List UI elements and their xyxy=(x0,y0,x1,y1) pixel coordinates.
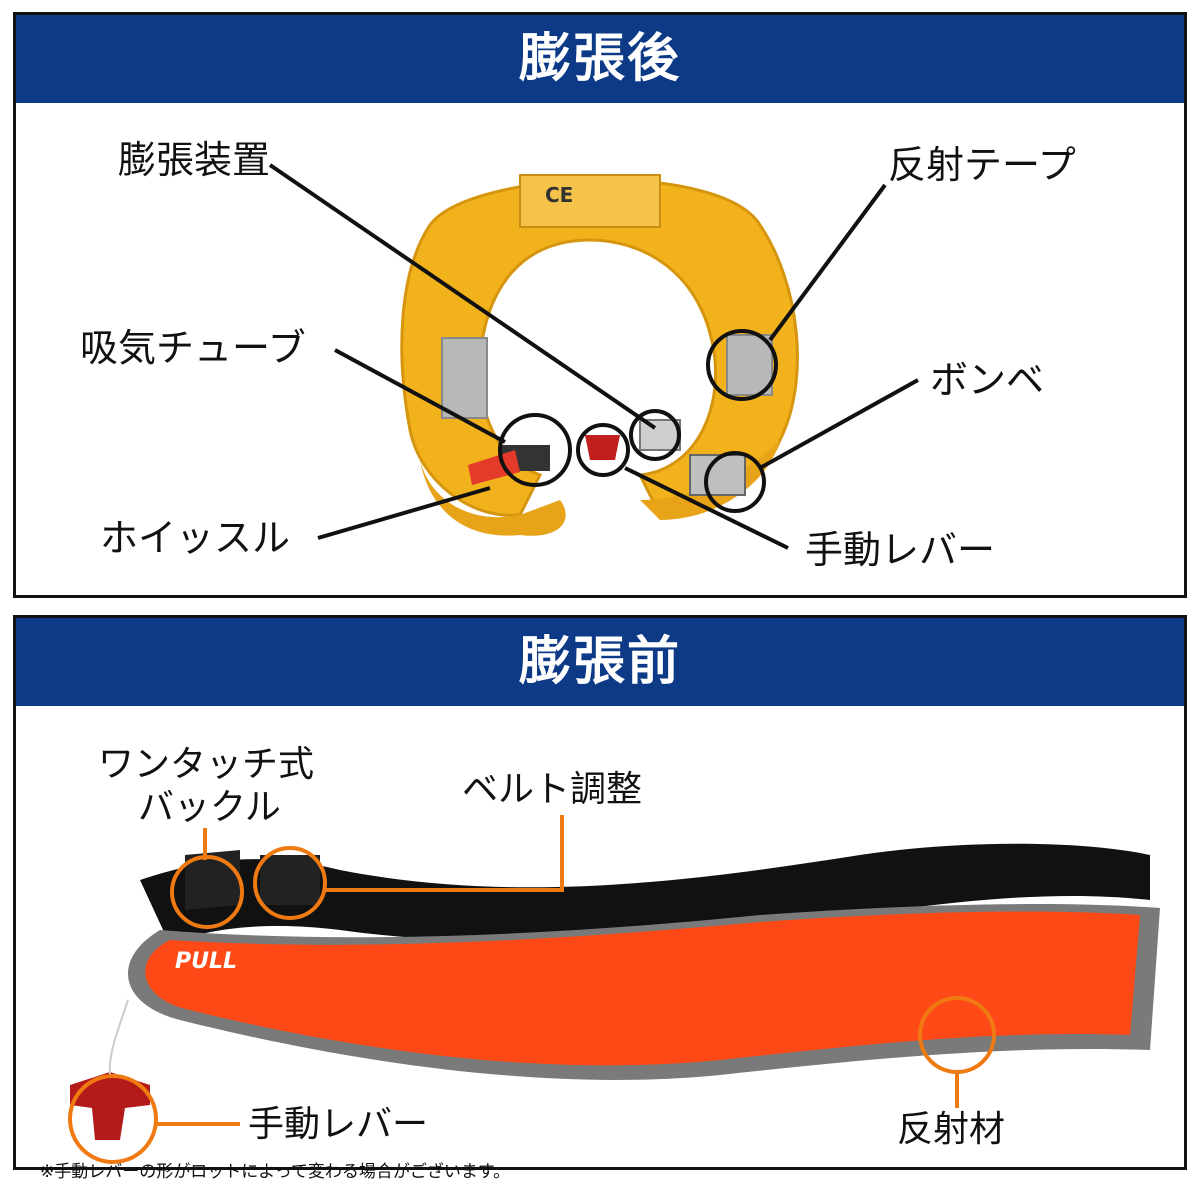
belt-adjust-label: ベルト調整 xyxy=(462,769,643,810)
belt-pouch-image: PULL xyxy=(70,843,1161,1140)
before-inflation-title: 膨張前 xyxy=(16,618,1184,706)
belt-adjust-callout-circle xyxy=(253,846,327,920)
whistle-label: ホイッスル xyxy=(100,516,291,560)
cylinder-label: ボンベ xyxy=(930,358,1045,402)
manual-lever-bottom-callout-circle xyxy=(68,1074,158,1164)
buckle-label-line2: バックル xyxy=(138,787,281,828)
oral-tube-leader-line xyxy=(334,348,506,444)
buckle-callout-circle xyxy=(170,855,244,929)
buckle-label-line1: ワンタッチ式 xyxy=(98,744,315,785)
inflator-callout-circle xyxy=(629,409,681,461)
cylinder-leader-line xyxy=(759,378,919,470)
reflective-tape-callout-circle xyxy=(706,329,778,401)
inflated-vest-image: CE xyxy=(400,174,799,536)
oral-tube-callout-circle xyxy=(498,413,572,487)
whistle-leader-line xyxy=(317,486,491,540)
bottom-callouts xyxy=(68,815,996,1164)
manual-lever-leader-line xyxy=(624,466,789,550)
manual-lever-label: 手動レバー xyxy=(805,528,996,572)
inflator-label: 膨張装置 xyxy=(118,138,271,182)
after-inflation-title: 膨張後 xyxy=(16,15,1184,103)
pull-print: PULL xyxy=(175,949,237,974)
belt-adjust-leader-line xyxy=(325,815,564,892)
reflective-material-label: 反射材 xyxy=(897,1109,1006,1150)
oral-tube-label: 吸気チューブ xyxy=(80,326,306,370)
cylinder-callout-circle xyxy=(704,451,766,513)
footnote: ※手動レバーの形がロットによって変わる場合がございます。 xyxy=(40,1162,511,1182)
inflator-leader-line xyxy=(268,163,657,430)
ce-mark: CE xyxy=(545,183,573,207)
manual-lever-bottom-label: 手動レバー xyxy=(248,1104,429,1145)
manual-lever-callout-circle xyxy=(576,423,630,477)
reflective-tape-leader-line xyxy=(768,183,887,342)
after-inflation-panel: 膨張後 xyxy=(13,12,1187,598)
reflective-tape-label: 反射テープ xyxy=(888,143,1076,187)
top-callouts xyxy=(268,163,919,550)
